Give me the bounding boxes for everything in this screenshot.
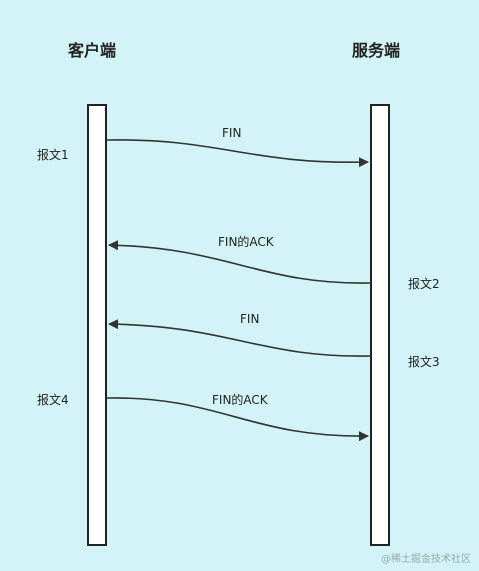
server-title: 服务端	[352, 41, 401, 60]
message-label-3: FIN	[240, 312, 260, 326]
client-lifeline	[87, 104, 107, 546]
packet-label-2: 报文2	[408, 277, 440, 291]
client-title: 客户端	[68, 41, 117, 60]
arrow-fin-ack-1	[108, 240, 371, 284]
packet-label-3: 报文3	[408, 355, 440, 369]
message-label-1: FIN	[222, 126, 242, 140]
packet-label-4: 报文4	[37, 393, 69, 407]
packet-label-1: 报文1	[37, 148, 69, 162]
server-lifeline	[370, 104, 390, 546]
arrow-fin-1	[106, 139, 369, 168]
arrow-fin-ack-2	[106, 397, 369, 442]
message-label-4: FIN的ACK	[212, 393, 268, 407]
watermark: @稀土掘金技术社区	[381, 554, 471, 565]
arrow-fin-2	[108, 319, 371, 357]
message-label-2: FIN的ACK	[218, 235, 274, 249]
